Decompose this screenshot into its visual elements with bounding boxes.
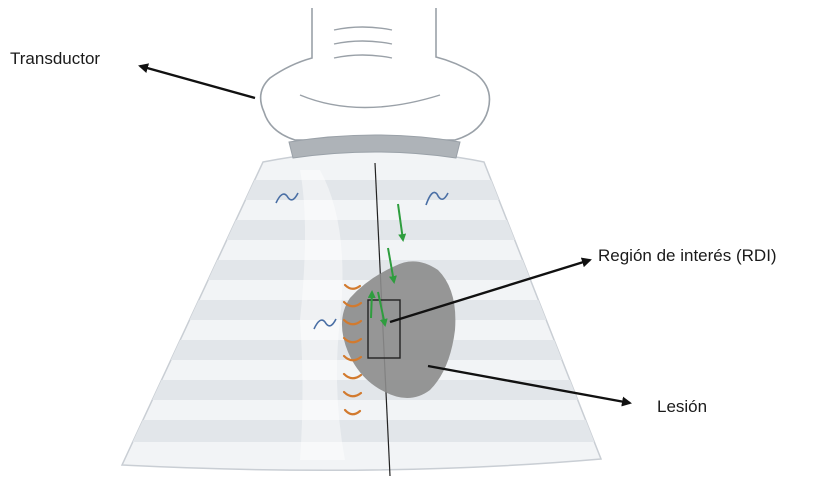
transducer-label: Transductor	[10, 49, 100, 69]
transducer-probe-icon	[261, 8, 490, 158]
doppler-arrow-icon	[371, 292, 372, 318]
transducer-callout-arrow	[140, 66, 255, 98]
lesion-label: Lesión	[657, 397, 707, 417]
region-of-interest-label: Región de interés (RDI)	[598, 246, 777, 266]
